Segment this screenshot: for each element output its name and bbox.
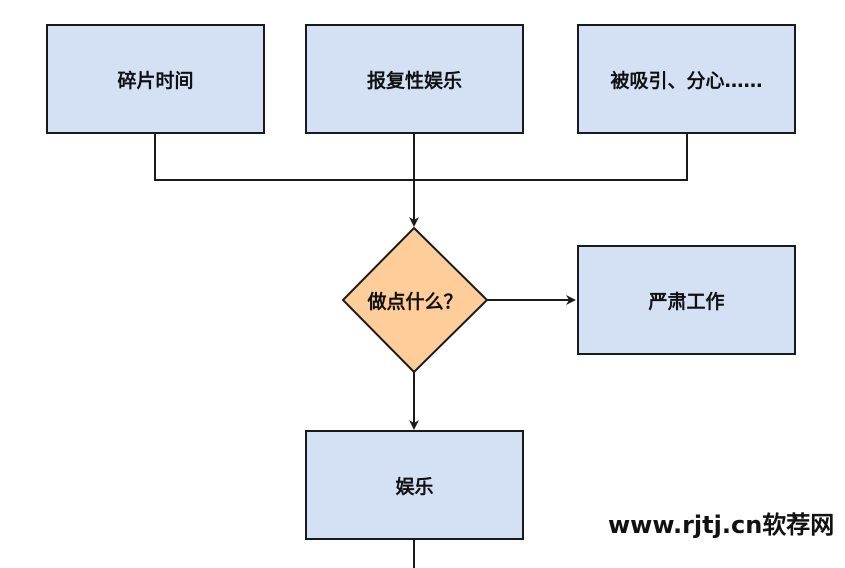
- decision-label: 做点什么？: [367, 290, 463, 313]
- node-entertainment: 娱乐: [305, 430, 524, 540]
- watermark-text: www.rjtj.cn软荐网: [608, 511, 835, 539]
- connector-distracted: [414, 133, 688, 181]
- node-serious-work: 严肃工作: [577, 245, 796, 355]
- node-fragment-time-label: 碎片时间: [117, 69, 194, 92]
- node-serious-work-label: 严肃工作: [648, 290, 725, 313]
- node-revenge-entertainment: 报复性娱乐: [305, 24, 524, 134]
- node-distracted-label: 被吸引、分心……: [610, 69, 763, 92]
- node-entertainment-label: 娱乐: [395, 475, 434, 498]
- node-fragment-time: 碎片时间: [46, 24, 265, 134]
- node-revenge-entertainment-label: 报复性娱乐: [366, 69, 462, 92]
- connector-fragment-time: [154, 133, 414, 181]
- node-distracted: 被吸引、分心……: [577, 24, 796, 134]
